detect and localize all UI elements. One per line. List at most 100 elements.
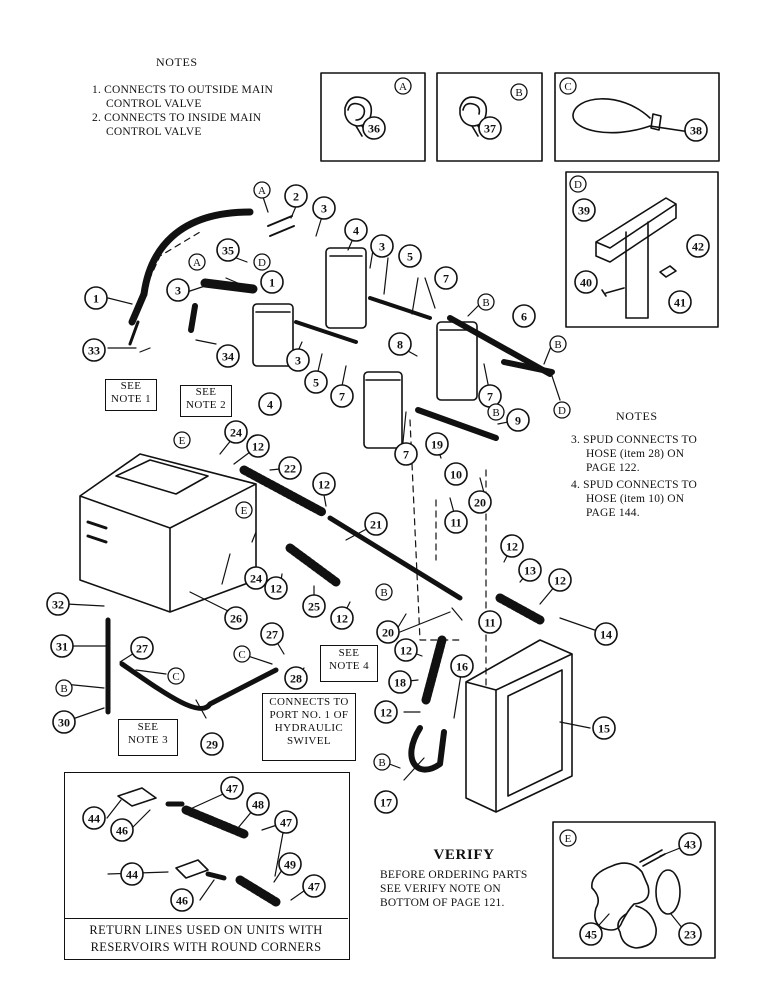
callout-24-circle <box>224 420 248 444</box>
detail-panel-d <box>565 171 719 328</box>
callout-3-circle <box>286 348 310 372</box>
detail-ref-e: E <box>565 833 572 845</box>
callout-2-circle <box>284 184 308 208</box>
detail-ref-d-circle <box>569 175 587 193</box>
callout-4-circle <box>344 218 368 242</box>
detail-ref-b: B <box>482 297 489 309</box>
callout-7-circle <box>394 442 418 466</box>
detail-ref-d-circle <box>253 253 271 271</box>
callout-7: 7 <box>487 390 493 404</box>
callout-47: 47 <box>280 816 292 830</box>
callout-3-circle <box>370 234 394 258</box>
callout-29-circle <box>200 732 224 756</box>
callout-1-circle <box>260 270 284 294</box>
callout-5: 5 <box>407 250 413 264</box>
callout-19-circle <box>425 432 449 456</box>
callout-22-circle <box>278 456 302 480</box>
detail-ref-e-circle <box>173 431 191 449</box>
callout-4: 4 <box>267 398 273 412</box>
bracket-channel <box>595 197 677 263</box>
return-elbow-44 <box>117 787 157 807</box>
detail-ref-c-circle <box>559 77 577 95</box>
hose-13 <box>495 593 545 625</box>
callout-42-circle <box>686 234 710 258</box>
see-note-3-line-2: NOTE 3 <box>128 734 168 746</box>
callout-16-circle <box>450 654 474 678</box>
callout-12-circle <box>312 472 336 496</box>
bracket-leg <box>625 221 649 319</box>
callout-12: 12 <box>318 478 330 492</box>
callout-47-circle <box>302 874 326 898</box>
note-4-line-3: PAGE 144. <box>586 507 640 519</box>
callout-34: 34 <box>222 350 234 364</box>
callout-24: 24 <box>230 426 242 440</box>
detail-ref-b-circle <box>477 293 495 311</box>
callout-27-circle <box>260 622 284 646</box>
notes-left-title: NOTES <box>156 55 198 69</box>
detail-ref-d-circle <box>553 401 571 419</box>
detail-ref-b-circle <box>373 753 391 771</box>
hose-1-upper <box>140 208 254 298</box>
o-ring-shape <box>655 869 681 915</box>
hose-25 <box>285 543 341 587</box>
connects-port-line-4: SWIVEL <box>287 735 331 747</box>
reservoir-filler <box>115 459 209 495</box>
detail-ref-b-circle <box>549 335 567 353</box>
callout-47-circle <box>220 776 244 800</box>
filter-lower <box>363 371 403 449</box>
detail-ref-c: C <box>564 81 571 93</box>
detail-ref-a: A <box>193 257 201 269</box>
filter-8 <box>436 321 478 401</box>
callout-44-circle <box>120 862 144 886</box>
callout-23-circle <box>678 922 702 946</box>
callout-12-circle <box>548 568 572 592</box>
callout-12: 12 <box>336 612 348 626</box>
callout-31-circle <box>50 634 74 658</box>
return-lines-box <box>64 772 350 960</box>
callout-14-circle <box>594 622 618 646</box>
callout-3: 3 <box>295 354 301 368</box>
callout-8: 8 <box>397 338 403 352</box>
reservoir-ports <box>86 520 108 544</box>
callout-49-circle <box>278 852 302 876</box>
detail-ref-c: C <box>172 671 179 683</box>
detail-ref-d: D <box>558 405 566 417</box>
callout-12: 12 <box>554 574 566 588</box>
callout-47: 47 <box>226 782 238 796</box>
callout-43-circle <box>678 832 702 856</box>
tube-5-upper <box>368 296 432 320</box>
callout-38-circle <box>684 118 708 142</box>
note-3-line-2: HOSE (item 28) ON <box>586 448 685 460</box>
callout-47: 47 <box>308 880 320 894</box>
callout-32: 32 <box>52 598 64 612</box>
callout-14: 14 <box>600 628 612 642</box>
detail-ref-b-circle <box>375 583 393 601</box>
callout-26: 26 <box>230 612 242 626</box>
callout-42: 42 <box>692 240 704 254</box>
tube-5-lower <box>294 320 358 344</box>
callout-47-circle <box>274 810 298 834</box>
callout-33: 33 <box>88 344 100 358</box>
see-note-2-line-1: SEE <box>195 386 217 398</box>
note-3-line-3: PAGE 122. <box>586 462 640 474</box>
see-note-4-line-1: SEE <box>338 647 360 659</box>
callout-13: 13 <box>524 564 536 578</box>
callout-39-circle <box>572 198 596 222</box>
notes-right-title: NOTES <box>616 409 658 423</box>
callout-30-circle <box>52 710 76 734</box>
detail-ref-b: B <box>515 87 522 99</box>
detail-ref-e: E <box>179 435 186 447</box>
callout-9: 9 <box>515 414 521 428</box>
return-fitting-46b <box>205 871 227 881</box>
flange-half-bottom <box>617 905 657 949</box>
detail-panel-b <box>436 72 543 162</box>
note-4-line-1: 4. SPUD CONNECTS TO <box>571 479 698 491</box>
callout-36: 36 <box>368 122 380 136</box>
callout-23: 23 <box>684 928 696 942</box>
verify-title: VERIFY <box>433 847 495 863</box>
callout-43: 43 <box>684 838 696 852</box>
callout-12-circle <box>264 576 288 600</box>
callout-1: 1 <box>269 276 275 290</box>
callout-39: 39 <box>578 204 590 218</box>
callout-21: 21 <box>370 518 382 532</box>
